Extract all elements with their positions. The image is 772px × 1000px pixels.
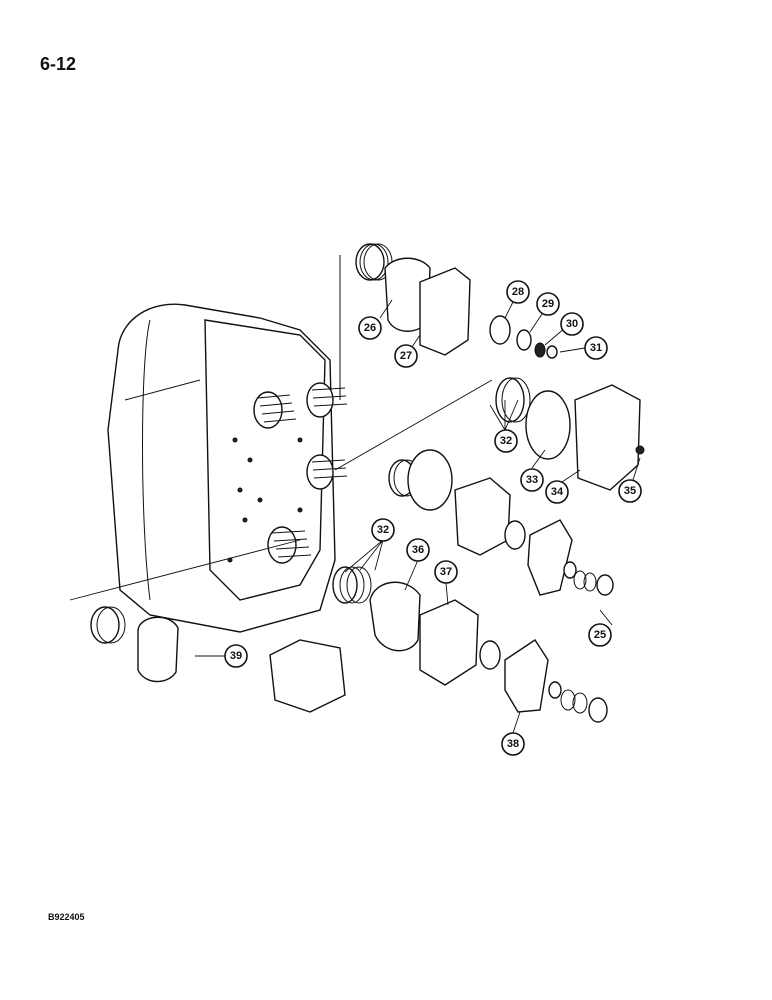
callout-35: 35 [618, 457, 642, 503]
svg-text:34: 34 [551, 486, 564, 498]
svg-text:27: 27 [400, 350, 412, 362]
callout-25: 25 [588, 609, 613, 647]
callout-32-upper: 32 [489, 399, 519, 453]
svg-text:28: 28 [512, 286, 524, 298]
svg-text:30: 30 [566, 318, 578, 330]
lower-clutch-pack-group [332, 566, 608, 723]
middle-flange-group [388, 449, 614, 596]
shaft-cluster-upper-right [306, 382, 348, 418]
callout-31: 31 [559, 336, 608, 360]
svg-text:35: 35 [624, 485, 636, 497]
callout-28: 28 [504, 280, 530, 319]
lower-left-group [69, 539, 346, 713]
callout-39: 39 [195, 644, 248, 668]
callout-36: 36 [404, 538, 430, 591]
svg-text:38: 38 [507, 738, 519, 750]
svg-text:32: 32 [500, 435, 512, 447]
callout-29: 29 [529, 292, 560, 333]
callout-30: 30 [544, 312, 584, 346]
callout-27: 27 [394, 334, 421, 368]
svg-text:31: 31 [590, 342, 602, 354]
svg-text:37: 37 [440, 566, 452, 578]
svg-text:26: 26 [364, 322, 376, 334]
housing-bolt-holes [227, 437, 303, 563]
callout-34: 34 [545, 469, 581, 504]
callout-38: 38 [501, 711, 525, 756]
callout-37: 37 [434, 560, 458, 606]
shaft-cluster-upper-left [253, 391, 297, 429]
svg-text:33: 33 [526, 474, 538, 486]
middle-clutch-pack-group [334, 377, 645, 491]
transmission-housing [107, 303, 348, 633]
svg-text:32: 32 [377, 524, 389, 536]
callout-33: 33 [520, 449, 546, 492]
figure-code: B922405 [48, 912, 85, 922]
top-clutch-pack-group [339, 243, 558, 400]
svg-text:36: 36 [412, 544, 424, 556]
shaft-cluster-middle [306, 454, 348, 490]
page-number: 6-12 [40, 54, 77, 74]
svg-text:29: 29 [542, 298, 554, 310]
svg-text:25: 25 [594, 629, 606, 641]
svg-text:39: 39 [230, 650, 242, 662]
callout-26: 26 [358, 299, 393, 340]
callout-32-lower: 32 [344, 518, 395, 573]
